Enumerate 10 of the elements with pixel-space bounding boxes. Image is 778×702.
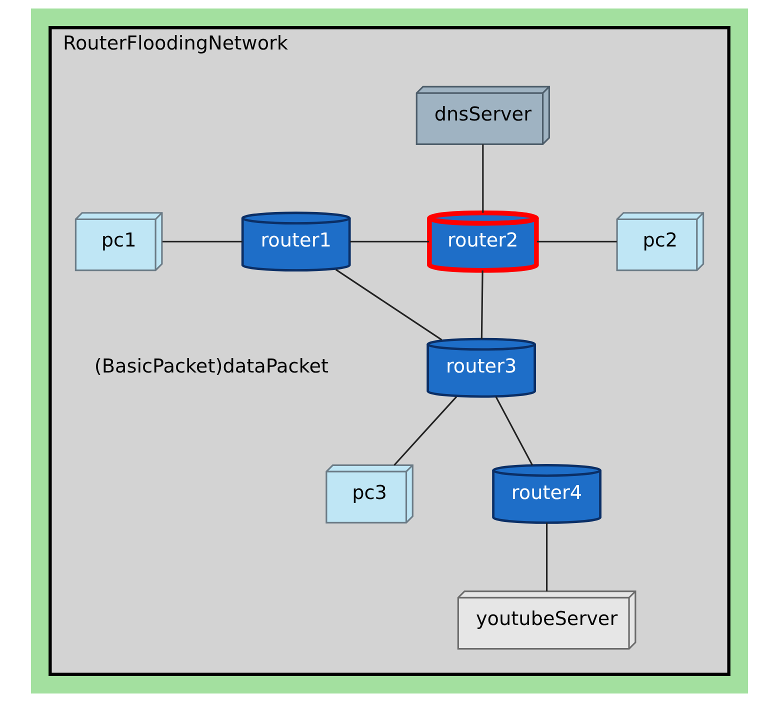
connector	[162, 240, 242, 242]
connector	[350, 240, 428, 242]
label: (BasicPacket)dataPacket	[94, 354, 328, 378]
connector	[480, 270, 483, 339]
connector	[334, 268, 442, 340]
connector	[482, 144, 484, 213]
connector	[546, 522, 548, 592]
connector	[393, 396, 457, 466]
connector	[536, 240, 616, 242]
connector	[494, 396, 533, 466]
